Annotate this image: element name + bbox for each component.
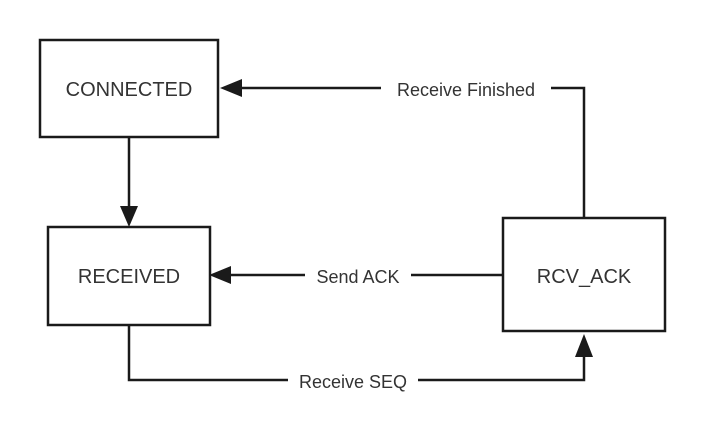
state-rcv-ack: RCV_ACK — [501, 216, 667, 333]
state-received: RECEIVED — [46, 225, 212, 327]
state-connected-label: CONNECTED — [66, 79, 193, 101]
label-receive-finished: Receive Finished — [397, 80, 535, 100]
edge-receive-seq: Receive SEQ — [127, 325, 593, 393]
label-send-ack: Send ACK — [316, 267, 399, 287]
arrowhead-left-icon — [220, 79, 242, 97]
edge-receive-finished: Receive Finished — [220, 77, 586, 218]
edge-send-ack: Send ACK — [209, 264, 503, 288]
edge-connected-to-received — [120, 137, 138, 227]
arrowhead-left-icon — [209, 266, 231, 284]
state-connected: CONNECTED — [38, 38, 220, 139]
state-rcv-ack-label: RCV_ACK — [537, 266, 632, 288]
state-received-label: RECEIVED — [78, 266, 180, 288]
arrowhead-down-icon — [120, 206, 138, 227]
label-receive-seq: Receive SEQ — [299, 372, 407, 392]
arrowhead-up-icon — [575, 334, 593, 357]
